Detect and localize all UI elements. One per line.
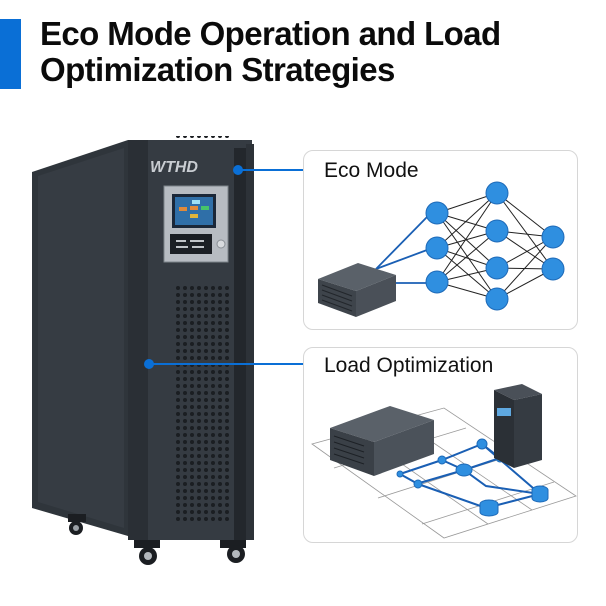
neural-network-diagram <box>318 181 565 317</box>
callout-line-load <box>149 363 318 365</box>
title-line-1: Eco Mode Operation and Load <box>40 15 501 52</box>
accent-bar <box>0 19 21 89</box>
callout-line-eco <box>238 169 318 171</box>
load-distribution-diagram <box>311 384 577 539</box>
eco-mode-label: Eco Mode <box>324 159 419 182</box>
ups-cabinet-illustration: WTHD <box>28 136 268 576</box>
load-optimization-panel: Load Optimization <box>303 347 578 543</box>
page-title: Eco Mode Operation and Load Optimization… <box>40 16 501 88</box>
eco-mode-panel: Eco Mode <box>303 150 578 330</box>
title-line-2: Optimization Strategies <box>40 51 395 88</box>
load-optimization-label: Load Optimization <box>324 354 494 377</box>
svg-text:WTHD: WTHD <box>150 159 198 176</box>
